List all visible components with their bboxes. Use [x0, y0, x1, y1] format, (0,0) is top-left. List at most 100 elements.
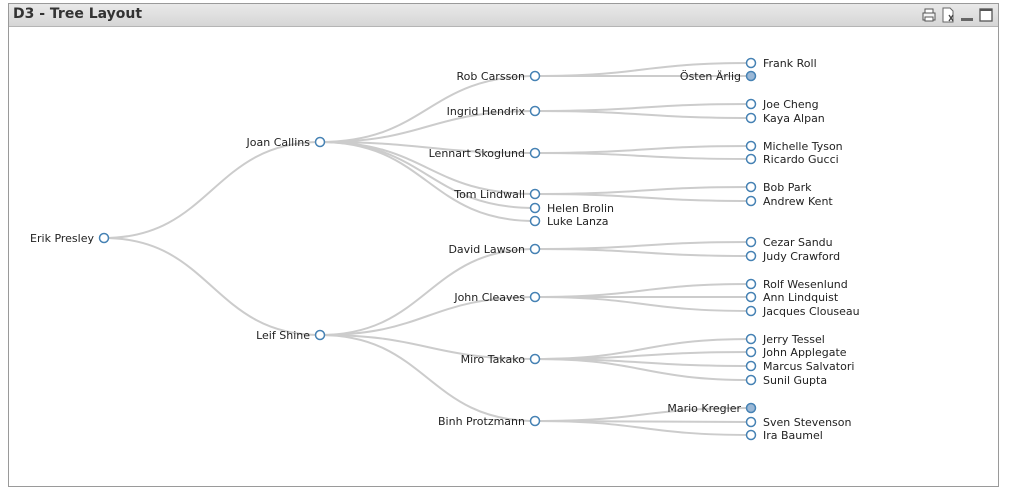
tree-node-ricardo-gucci[interactable]: Ricardo Gucci: [745, 153, 839, 166]
link-tom-lindwall-to-bob-park: [534, 186, 752, 195]
node-circle[interactable]: [314, 136, 326, 148]
link-erik-presley-to-leif-shine: [103, 237, 321, 336]
caption-toolbar: [921, 7, 994, 23]
tree-node-ira-baumel[interactable]: Ira Baumel: [745, 429, 823, 442]
maximize-icon[interactable]: [978, 7, 994, 23]
node-circle[interactable]: [745, 374, 757, 386]
node-circle[interactable]: [745, 346, 757, 358]
node-circle[interactable]: [745, 98, 757, 110]
node-circle[interactable]: [529, 215, 541, 227]
tree-node-ann-lindquist[interactable]: Ann Lindquist: [745, 291, 839, 304]
tree-node-john-applegate[interactable]: John Applegate: [745, 346, 847, 359]
node-circle[interactable]: [745, 153, 757, 165]
node-circle[interactable]: [745, 181, 757, 193]
link-john-cleaves-to-jacques-clouseau: [534, 296, 752, 312]
tree-node-binh-protzmann[interactable]: Binh Protzmann: [438, 415, 541, 428]
link-lennart-skoglund-to-michelle-tyson: [534, 145, 752, 154]
node-circle[interactable]: [745, 278, 757, 290]
link-lennart-skoglund-to-ricardo-gucci: [534, 152, 752, 160]
tree-node-marcus-salvatori[interactable]: Marcus Salvatori: [745, 360, 855, 373]
node-label: Andrew Kent: [763, 195, 833, 208]
link-leif-shine-to-john-cleaves: [319, 296, 536, 336]
node-circle[interactable]: [745, 195, 757, 207]
node-circle[interactable]: [745, 140, 757, 152]
tree-node-david-lawson[interactable]: David Lawson: [448, 243, 541, 256]
node-label: Helen Brolin: [547, 202, 614, 215]
node-circle[interactable]: [529, 291, 541, 303]
node-circle[interactable]: [745, 112, 757, 124]
tree-node-kaya-alpan[interactable]: Kaya Alpan: [745, 112, 825, 125]
tree-node-lennart-skoglund[interactable]: Lennart Skoglund: [429, 147, 541, 160]
node-circle[interactable]: [745, 402, 757, 414]
link-joan-callins-to-lennart-skoglund: [319, 141, 536, 154]
node-circle[interactable]: [529, 353, 541, 365]
tree-node-andrew-kent[interactable]: Andrew Kent: [745, 195, 834, 208]
tree-node-michelle-tyson[interactable]: Michelle Tyson: [745, 140, 843, 153]
node-label: Jacques Clouseau: [762, 305, 860, 318]
tree-node-joe-cheng[interactable]: Joe Cheng: [745, 98, 819, 111]
node-label: Bob Park: [763, 181, 812, 194]
node-circle[interactable]: [745, 305, 757, 317]
node-circle[interactable]: [745, 429, 757, 441]
node-label: Ingrid Hendrix: [447, 105, 526, 118]
node-circle[interactable]: [745, 70, 757, 82]
node-circle[interactable]: [745, 57, 757, 69]
node-label: David Lawson: [448, 243, 525, 256]
node-circle[interactable]: [529, 415, 541, 427]
link-binh-protzmann-to-ira-baumel: [534, 420, 752, 436]
node-circle[interactable]: [745, 250, 757, 262]
tree-node-cezar-sandu[interactable]: Cezar Sandu: [745, 236, 833, 249]
tree-node-tom-lindwall[interactable]: Tom Lindwall: [453, 188, 541, 201]
tree-node-judy-crawford[interactable]: Judy Crawford: [745, 250, 841, 263]
print-icon[interactable]: [921, 7, 937, 23]
node-circle[interactable]: [529, 243, 541, 255]
tree-node-rolf-wesenlund[interactable]: Rolf Wesenlund: [745, 278, 848, 291]
tree-node-jacques-clouseau[interactable]: Jacques Clouseau: [745, 305, 860, 318]
tree-node-erik-presley[interactable]: Erik Presley: [30, 232, 110, 245]
node-circle[interactable]: [745, 236, 757, 248]
node-circle[interactable]: [745, 416, 757, 428]
node-label: Marcus Salvatori: [763, 360, 854, 373]
panel-caption: D3 - Tree Layout: [9, 4, 998, 27]
node-circle[interactable]: [314, 329, 326, 341]
tree-node-bob-park[interactable]: Bob Park: [745, 181, 813, 194]
tree-node-jerry-tessel[interactable]: Jerry Tessel: [745, 333, 825, 346]
node-circle[interactable]: [529, 202, 541, 214]
node-label: Kaya Alpan: [763, 112, 825, 125]
tree-node-helen-brolin[interactable]: Helen Brolin: [529, 202, 615, 215]
tree-node-leif-shine[interactable]: Leif Shine: [256, 329, 326, 342]
node-label: Rob Carsson: [457, 70, 525, 83]
node-label: Joe Cheng: [762, 98, 819, 111]
tree-node-osten-arlig[interactable]: Östen Ärlig: [680, 70, 757, 83]
excel-export-icon[interactable]: [940, 7, 956, 23]
minimize-icon[interactable]: [959, 7, 975, 23]
tree-node-ingrid-hendrix[interactable]: Ingrid Hendrix: [447, 105, 541, 118]
node-circle[interactable]: [745, 291, 757, 303]
node-label: Binh Protzmann: [438, 415, 525, 428]
node-circle[interactable]: [98, 232, 110, 244]
node-circle[interactable]: [529, 147, 541, 159]
node-label: Cezar Sandu: [763, 236, 833, 249]
tree-node-miro-takako[interactable]: Miro Takako: [461, 353, 541, 366]
node-circle[interactable]: [529, 70, 541, 82]
link-joan-callins-to-luke-lanza: [319, 141, 536, 222]
tree-node-rob-carsson[interactable]: Rob Carsson: [457, 70, 541, 83]
tree-node-frank-roll[interactable]: Frank Roll: [745, 57, 817, 70]
node-label: Leif Shine: [256, 329, 310, 342]
node-circle[interactable]: [529, 188, 541, 200]
node-circle[interactable]: [529, 105, 541, 117]
tree-node-mario-kregler[interactable]: Mario Kregler: [667, 402, 757, 415]
tree-node-sven-stevenson[interactable]: Sven Stevenson: [745, 416, 852, 429]
link-erik-presley-to-joan-callins: [103, 141, 321, 239]
link-joan-callins-to-rob-carsson: [319, 75, 536, 143]
link-ingrid-hendrix-to-kaya-alpan: [534, 110, 752, 119]
tree-node-john-cleaves[interactable]: John Cleaves: [453, 291, 541, 304]
node-circle[interactable]: [745, 333, 757, 345]
tree-node-joan-callins[interactable]: Joan Callins: [246, 136, 326, 149]
node-circle[interactable]: [745, 360, 757, 372]
tree-node-luke-lanza[interactable]: Luke Lanza: [529, 215, 609, 228]
tree-node-sunil-gupta[interactable]: Sunil Gupta: [745, 374, 828, 387]
node-label: Erik Presley: [30, 232, 94, 245]
node-label: Sven Stevenson: [763, 416, 852, 429]
